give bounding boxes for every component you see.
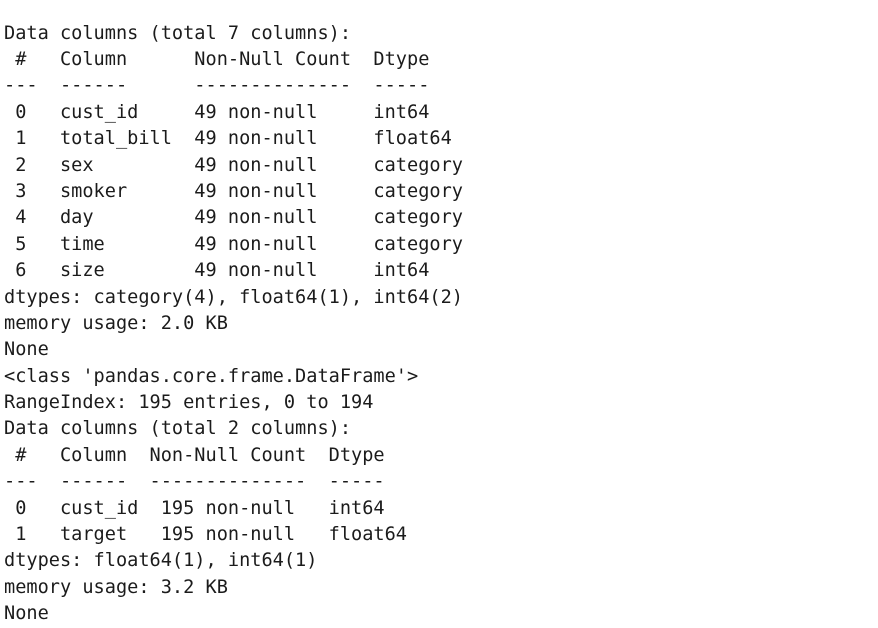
output-line-9: 5 time 49 non-null category	[4, 233, 463, 255]
output-line-15: RangeIndex: 195 entries, 0 to 194	[4, 392, 374, 414]
output-line-2: # Column Non-Null Count Dtype	[4, 48, 463, 70]
output-line-23: None	[4, 603, 49, 625]
output-line-20: 1 target 195 non-null float64	[4, 524, 407, 546]
output-line-14: <class 'pandas.core.frame.DataFrame'>	[4, 365, 419, 387]
output-line-19: 0 cust_id 195 non-null int64	[4, 497, 407, 519]
output-line-17: # Column Non-Null Count Dtype	[4, 444, 407, 466]
output-line-5: 1 total_bill 49 non-null float64	[4, 128, 463, 150]
output-line-1: Data columns (total 7 columns):	[4, 22, 352, 44]
output-line-13: None	[4, 339, 49, 361]
output-line-7: 3 smoker 49 non-null category	[4, 180, 463, 202]
output-line-22: memory usage: 3.2 KB	[4, 576, 228, 598]
output-line-21: dtypes: float64(1), int64(1)	[4, 550, 318, 572]
output-line-12: memory usage: 2.0 KB	[4, 312, 228, 334]
output-line-10: 6 size 49 non-null int64	[4, 260, 463, 282]
output-line-16: Data columns (total 2 columns):	[4, 418, 352, 440]
output-line-6: 2 sex 49 non-null category	[4, 154, 463, 176]
output-line-11: dtypes: category(4), float64(1), int64(2…	[4, 286, 463, 308]
output-line-3: --- ------ -------------- -----	[4, 75, 463, 97]
console-output-text: Data columns (total 7 columns): # Column…	[4, 21, 878, 628]
output-line-8: 4 day 49 non-null category	[4, 207, 463, 229]
output-line-4: 0 cust_id 49 non-null int64	[4, 101, 463, 123]
output-line-18: --- ------ -------------- -----	[4, 471, 407, 493]
